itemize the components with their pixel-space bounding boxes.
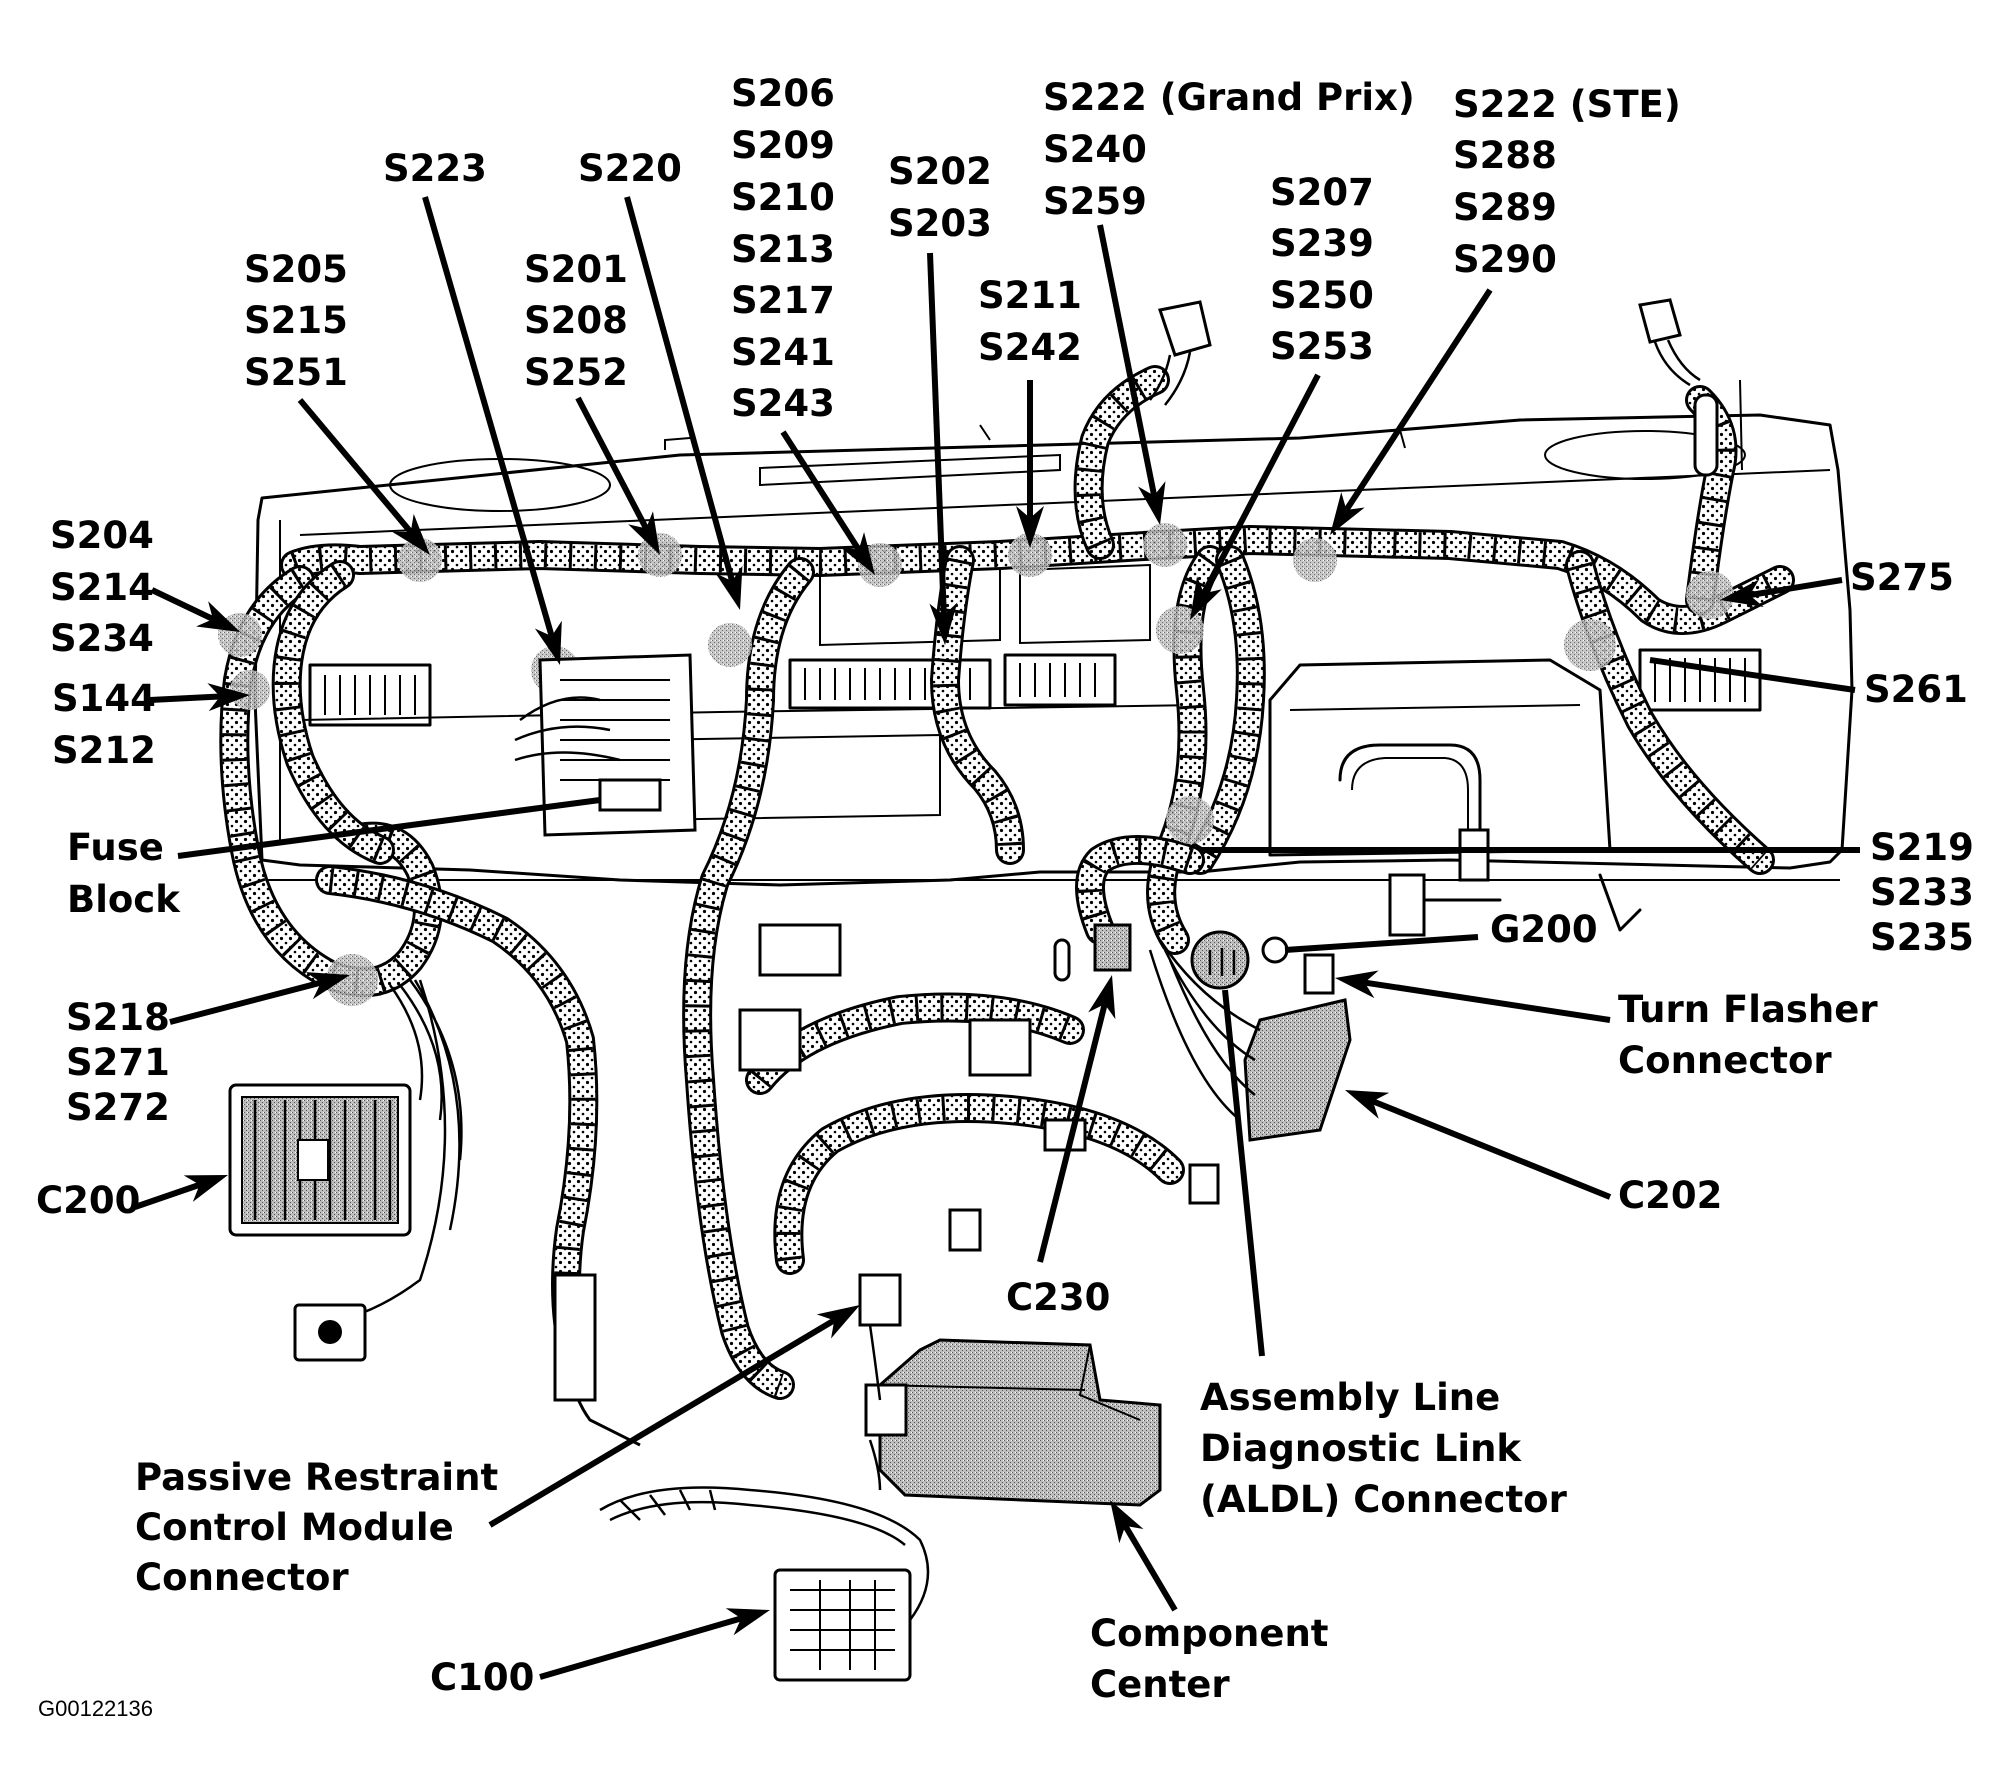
callout-s275: S275 (1850, 556, 1954, 599)
leader-prcm-arrowhead-icon (816, 1305, 860, 1339)
leader-s275 (1749, 577, 1843, 599)
main-harness (219, 365, 1795, 1400)
vent-right (1638, 648, 1762, 712)
leader-s218-group-arrowhead-icon (305, 972, 350, 1000)
c200-connector-body (228, 1083, 412, 1237)
leader-s206-group-arrowhead-icon (840, 532, 875, 575)
leader-s201-group (575, 396, 649, 530)
leader-prcm (488, 1317, 836, 1528)
leader-lines (134, 196, 1860, 1680)
callout-s205-group: S205 S215 S251 (244, 248, 361, 394)
callout-c230: C230 (1006, 1276, 1110, 1319)
callout-s222-ste-group: S222 (STE) S288 S289 S290 (1453, 83, 1694, 281)
leader-s220-arrowhead-icon (715, 565, 743, 610)
c200-wires (293, 979, 463, 1362)
callout-c200: C200 (36, 1179, 140, 1222)
vent-center-right (1003, 653, 1117, 707)
leader-s207-group (1201, 373, 1321, 595)
prcm-connector-body (858, 1273, 902, 1401)
leader-s204-group (150, 587, 215, 622)
callout-s207-group: S207 S239 S250 S253 (1270, 171, 1387, 368)
leader-s222-grand-prix-group (1097, 224, 1158, 497)
leader-s223-arrowhead-icon (534, 620, 562, 665)
callout-s202-group: S202 S203 (888, 150, 1005, 245)
callout-s219-group: S219 S233 S235 (1870, 826, 1987, 959)
leader-s206-group (780, 430, 862, 552)
leader-s205-group (297, 398, 414, 534)
c100-connector-body (553, 1273, 930, 1682)
leader-g200 (1284, 934, 1479, 953)
leader-s223 (422, 196, 555, 638)
leader-s204-group-arrowhead-icon (196, 601, 240, 632)
leader-s144-group-arrowhead-icon (207, 683, 250, 712)
leader-s207-group-arrowhead-icon (1190, 576, 1222, 620)
callout-component-center: Component Center (1090, 1612, 1341, 1706)
leader-component-center (1122, 1524, 1178, 1612)
leader-s218-group (169, 979, 322, 1025)
leader-s222-ste-group (1343, 288, 1493, 512)
callout-s218-group: S218 S271 S272 (66, 996, 183, 1129)
component-center-body (864, 1338, 1162, 1507)
leader-c200 (134, 1181, 201, 1210)
c202-connector-body (1148, 939, 1352, 1142)
callout-c100: C100 (430, 1656, 534, 1699)
leader-fuse-block (177, 797, 601, 859)
leader-c230-arrowhead-icon (1088, 975, 1116, 1020)
callout-s222-grand-prix-group: S222 (Grand Prix) S240 S259 (1043, 76, 1428, 223)
callout-s223: S223 (383, 147, 487, 190)
leader-s220 (624, 196, 735, 582)
leader-turn-flasher-arrowhead-icon (1335, 970, 1379, 999)
pigtail-connectors (738, 298, 1719, 1252)
leader-c230 (1037, 1003, 1108, 1263)
instrument-panel-carrier (253, 379, 1854, 932)
leader-turn-flasher (1364, 979, 1611, 1023)
callout-s211-group: S211 S242 (978, 274, 1095, 369)
callout-s206-group: S206 S209 S210 S213 S217 S241 S243 (731, 72, 848, 425)
leader-c100 (539, 1615, 743, 1680)
callout-aldl: Assembly Line Diagnostic Link (ALDL) Con… (1200, 1376, 1568, 1521)
callout-fuse-block: Fuse Block (67, 826, 181, 921)
callout-s220: S220 (578, 147, 682, 190)
splice-markers (218, 523, 1734, 1006)
fuse-block-body (514, 653, 697, 837)
callout-s144-group: S144 S212 (52, 677, 169, 772)
g200-ground (1261, 936, 1335, 995)
leader-aldl (1222, 989, 1265, 1357)
callout-s261: S261 (1864, 668, 1968, 711)
leader-s201-group-arrowhead-icon (628, 511, 660, 555)
leader-c200-arrowhead-icon (183, 1175, 228, 1202)
leader-s211-group-arrowhead-icon (1016, 506, 1044, 548)
leader-c202-arrowhead-icon (1345, 1090, 1390, 1119)
callout-prcm: Passive Restraint Control Module Connect… (135, 1456, 511, 1599)
leader-component-center-arrowhead-icon (1110, 1500, 1144, 1544)
callout-g200: G200 (1490, 908, 1598, 951)
leader-s261 (1649, 657, 1856, 693)
leader-s144-group (149, 693, 221, 703)
leader-s202-group-arrowhead-icon (929, 602, 958, 645)
callout-turn-flasher: Turn Flasher Connector (1618, 988, 1891, 1082)
leader-c100-arrowhead-icon (725, 1608, 770, 1636)
callout-c202: C202 (1618, 1174, 1722, 1217)
glove-box-opening (1268, 658, 1612, 857)
leader-s202-group (927, 252, 947, 616)
callout-s201-group: S201 S208 S252 (524, 248, 641, 394)
leader-s222-ste-group-arrowhead-icon (1330, 492, 1365, 535)
leader-s205-group-arrowhead-icon (392, 513, 430, 555)
leader-s222-grand-prix-group-arrowhead-icon (1138, 481, 1166, 525)
leader-s275-arrowhead-icon (1720, 579, 1764, 608)
vent-left (308, 663, 432, 727)
c230-connector-body (1093, 923, 1132, 972)
aldl-connector-body (1190, 930, 1250, 990)
figure-id: G00122136 (38, 1696, 153, 1721)
leader-c202 (1371, 1098, 1612, 1200)
callout-s204-group: S204 S214 S234 (50, 514, 167, 660)
callout-labels: S223 S220 S206 S209 S210 S213 S217 S241 … (36, 72, 1987, 1721)
